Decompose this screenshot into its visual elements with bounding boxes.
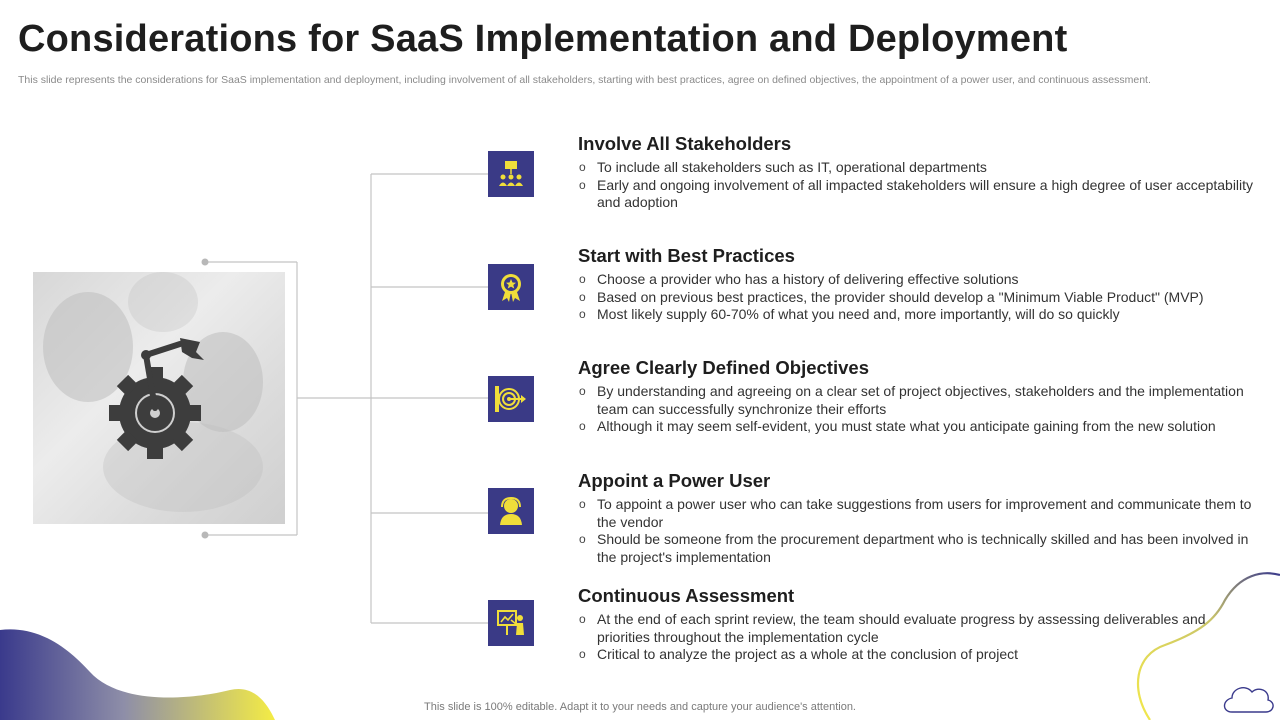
item-heading: Appoint a Power User bbox=[578, 470, 771, 491]
footer-note: This slide is 100% editable. Adapt it to… bbox=[424, 701, 856, 713]
list-item: Although it may seem self-evident, you m… bbox=[578, 418, 1258, 436]
list-item: By understanding and agreeing on a clear… bbox=[578, 383, 1258, 418]
list-item: Should be someone from the procurement d… bbox=[578, 531, 1258, 566]
list-item: Critical to analyze the project as a who… bbox=[578, 646, 1258, 664]
list-item: Choose a provider who has a history of d… bbox=[578, 271, 1258, 289]
item-heading: Start with Best Practices bbox=[578, 245, 795, 266]
item-power-user: Appoint a Power User To appoint a power … bbox=[578, 470, 1258, 566]
cloud-icon bbox=[1223, 687, 1274, 713]
list-item: Based on previous best practices, the pr… bbox=[578, 289, 1258, 307]
item-heading: Agree Clearly Defined Objectives bbox=[578, 357, 869, 378]
item-heading: Involve All Stakeholders bbox=[578, 133, 792, 154]
target-icon bbox=[488, 376, 534, 422]
item-heading: Continuous Assessment bbox=[578, 585, 795, 606]
list-item: To include all stakeholders such as IT, … bbox=[578, 159, 1258, 177]
list-item: Most likely supply 60-70% of what you ne… bbox=[578, 306, 1258, 324]
item-continuous-assessment: Continuous Assessment At the end of each… bbox=[578, 585, 1258, 664]
corner-wave-shape bbox=[0, 629, 275, 720]
page-title: Considerations for SaaS Implementation a… bbox=[18, 18, 1068, 60]
item-best-practices: Start with Best Practices Choose a provi… bbox=[578, 245, 1258, 324]
list-item: At the end of each sprint review, the te… bbox=[578, 611, 1258, 646]
presentation-icon bbox=[488, 600, 534, 646]
award-badge-icon bbox=[488, 264, 534, 310]
list-item: Early and ongoing involvement of all imp… bbox=[578, 177, 1258, 212]
list-item: To appoint a power user who can take sug… bbox=[578, 496, 1258, 531]
user-icon bbox=[488, 488, 534, 534]
page-subtitle: This slide represents the considerations… bbox=[18, 74, 1151, 86]
item-involve-stakeholders: Involve All Stakeholders To include all … bbox=[578, 133, 1258, 212]
item-defined-objectives: Agree Clearly Defined Objectives By unde… bbox=[578, 357, 1258, 436]
hierarchy-icon bbox=[488, 151, 534, 197]
team-photo bbox=[33, 272, 285, 524]
